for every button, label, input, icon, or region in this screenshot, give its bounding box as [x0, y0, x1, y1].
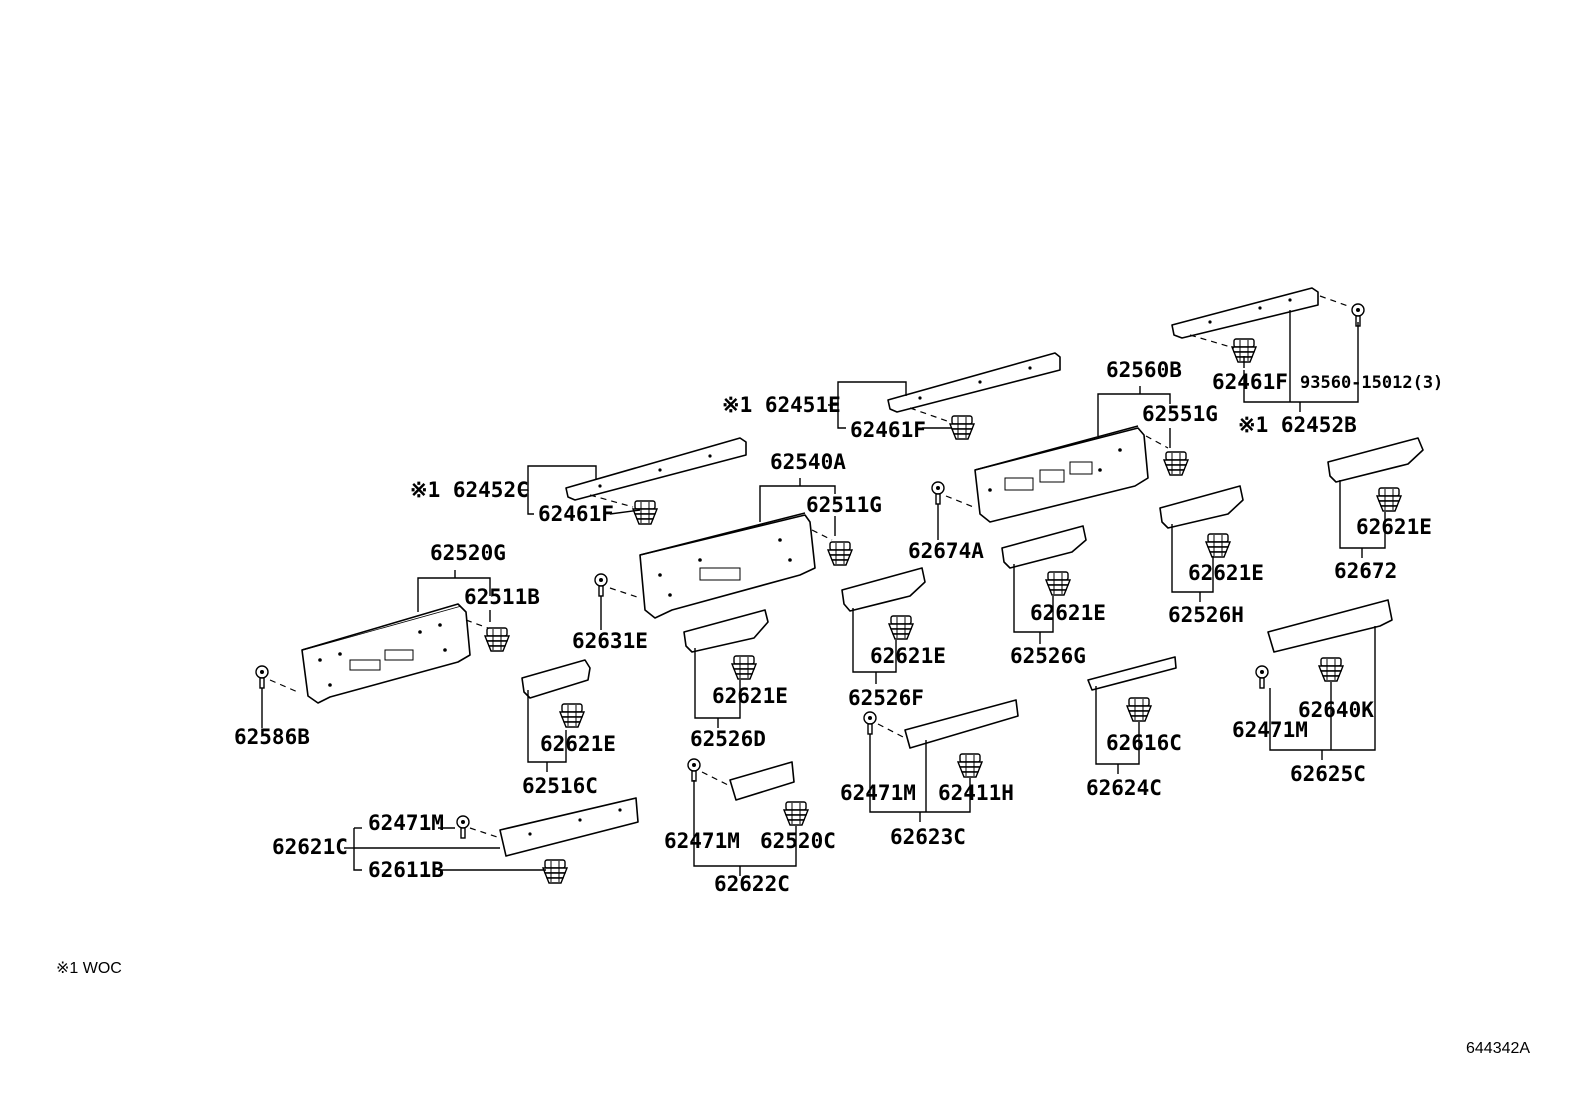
panel-62560b [974, 425, 1149, 523]
label-62471m-2: 62471M [664, 829, 740, 853]
label-62674a: 62674A [908, 539, 984, 563]
footnote: ※1 WOC [56, 960, 122, 977]
label-62586b: 62586B [234, 725, 310, 749]
clip-62640k [1318, 657, 1344, 682]
label-62526d: 62526D [690, 727, 766, 751]
strip-62452c [565, 437, 747, 501]
label-62461f-b: 62461F [850, 418, 926, 442]
plate-62625c [1267, 599, 1393, 653]
label-62471m-1: 62471M [368, 811, 444, 835]
strip-62451e [887, 352, 1061, 413]
plate-62621c [499, 797, 639, 857]
clip-62511g [827, 541, 853, 566]
label-62471m-3: 62471M [840, 781, 916, 805]
clip-62551g [1163, 451, 1189, 476]
label-62511g: 62511G [806, 493, 882, 517]
clip-62621e-5 [1205, 533, 1231, 558]
screw-62471m-4 [1255, 665, 1269, 689]
clip-62461f-a [632, 500, 658, 525]
clip-62621e-2 [731, 655, 757, 680]
leader-lines [261, 310, 1386, 876]
label-62611b: 62611B [368, 858, 444, 882]
bracket-62516c [521, 659, 591, 699]
label-62624c: 62624C [1086, 776, 1162, 800]
bracket-62526g [1001, 525, 1087, 569]
label-62621e-4: 62621E [1030, 601, 1106, 625]
label-62520g: 62520G [430, 541, 506, 565]
label-62511b: 62511B [464, 585, 540, 609]
label-62621e-3: 62621E [870, 644, 946, 668]
bracket-62672 [1327, 437, 1424, 483]
label-62520c: 62520C [760, 829, 836, 853]
label-62526h: 62526H [1168, 603, 1244, 627]
label-62625c: 62625C [1290, 762, 1366, 786]
plate-62622c [729, 761, 795, 801]
label-62622c: 62622C [714, 872, 790, 896]
strip-62452b [1171, 287, 1319, 339]
plate-62623c [904, 699, 1019, 749]
label-62526g: 62526G [1010, 644, 1086, 668]
plate-62624c [1087, 656, 1177, 691]
bracket-62526d [683, 609, 769, 653]
screw-62471m-3 [863, 711, 877, 735]
label-62621c: 62621C [272, 835, 348, 859]
label-62540a: 62540A [770, 450, 846, 474]
panel-62520g [301, 603, 471, 704]
label-62621e-6: 62621E [1356, 515, 1432, 539]
label-62471m-4: 62471M [1232, 718, 1308, 742]
label-93560-15012: 93560-15012(3) [1300, 373, 1443, 393]
label-62616c: 62616C [1106, 731, 1182, 755]
label-62672: 62672 [1334, 559, 1397, 583]
clip-62621e-3 [888, 615, 914, 640]
clip-62621e-6 [1376, 487, 1402, 512]
clip-62461f-b [949, 415, 975, 440]
screw-62586b [255, 665, 269, 689]
clip-62616c [1126, 697, 1152, 722]
clip-62520c [783, 801, 809, 826]
panel-62540a [639, 512, 816, 619]
label-62461f-c: 62461F [1212, 370, 1288, 394]
clip-62621e-1 [559, 703, 585, 728]
label-62640k: 62640K [1298, 698, 1374, 722]
label-62621e-2: 62621E [712, 684, 788, 708]
diagram-code: 644342A [1466, 1040, 1531, 1057]
label-62621e-5: 62621E [1188, 561, 1264, 585]
label-62452c: ※1 62452C [410, 478, 529, 502]
label-62461f-a: 62461F [538, 502, 614, 526]
label-62623c: 62623C [890, 825, 966, 849]
clip-62411h [957, 753, 983, 778]
label-62452b: ※1 62452B [1238, 413, 1357, 437]
screw-62674a [931, 481, 945, 505]
screw-62471m-1 [456, 815, 470, 839]
label-62411h: 62411H [938, 781, 1014, 805]
clip-62621e-4 [1045, 571, 1071, 596]
screw-62631e [594, 573, 608, 597]
label-62551g: 62551G [1142, 402, 1218, 426]
label-62526f: 62526F [848, 686, 924, 710]
bracket-62526f [841, 567, 926, 612]
label-62516c: 62516C [522, 774, 598, 798]
label-62560b: 62560B [1106, 358, 1182, 382]
label-62621e-1: 62621E [540, 732, 616, 756]
bracket-62526h [1159, 485, 1244, 529]
clip-62611b [542, 859, 568, 884]
screw-62471m-2 [687, 758, 701, 782]
clip-62511b [484, 627, 510, 652]
label-62451e: ※1 62451E [722, 393, 841, 417]
label-62631e: 62631E [572, 629, 648, 653]
